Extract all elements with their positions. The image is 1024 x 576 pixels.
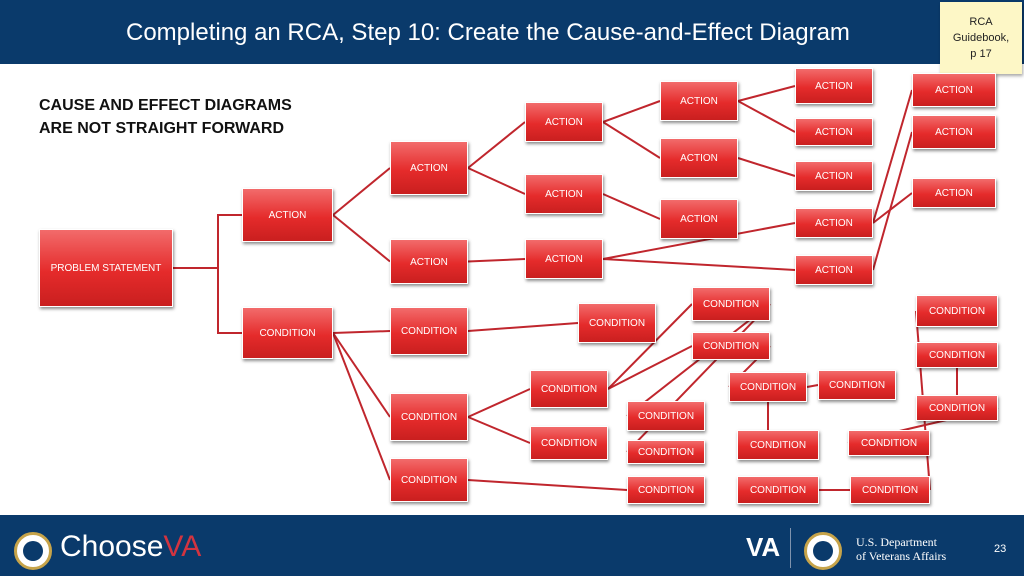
sticky-note-line1: RCA [969,16,993,28]
diagram-node-a19: ACTION [912,178,996,208]
brand-right: VA [163,530,202,563]
connector-a12-a17 [872,89,913,224]
connector-a1-a3 [332,214,391,263]
diagram-node-a1: ACTION [242,188,333,242]
diagram-node-c20: CONDITION [916,395,998,421]
diagram-node-a3: ACTION [390,239,468,284]
subtitle-line2: ARE NOT STRAIGHT FORWARD [39,120,285,137]
connector-a4-a9 [602,100,661,123]
footer-divider [790,528,791,568]
diagram-node-a13: ACTION [795,255,873,285]
connector-a3-a6 [467,258,526,263]
diagram-node-c21: CONDITION [848,430,930,456]
sticky-note-line3: p 17 [970,48,992,60]
connector-c1-c4 [332,332,391,481]
diagram-node-c14: CONDITION [737,430,819,460]
department-name: U.S. Department of Veterans Affairs [856,535,946,563]
dept-line1: U.S. Department [856,535,937,549]
sticky-note-line2: Guidebook, [952,32,1010,44]
diagram-node-a15: ACTION [795,118,873,146]
diagram-node-a5: ACTION [525,174,603,214]
diagram-node-c13: CONDITION [818,370,896,400]
diagram-node-c8: CONDITION [692,287,770,321]
diagram-node-a9: ACTION [660,81,738,121]
diagram-node-c10: CONDITION [627,401,705,431]
diagram-node-c12: CONDITION [729,372,807,402]
diagram-node-a14: ACTION [795,68,873,104]
diagram-node-c3: CONDITION [390,393,468,441]
diagram-node-c1: CONDITION [242,307,333,359]
dept-line2: of Veterans Affairs [856,549,947,563]
connector-c2-c5 [467,322,579,332]
diagram-node-a17: ACTION [912,73,996,107]
connector-a4-a10 [602,121,661,159]
diagram-node-c15: CONDITION [627,476,705,504]
diagram-node-c19: CONDITION [916,342,998,368]
page-number: 23 [994,543,1007,555]
diagram-node-a11: ACTION [660,199,738,239]
diagram-node-c5: CONDITION [578,303,656,343]
connector-a6-a13 [602,258,796,271]
connector-a9-a14 [737,85,796,102]
choose-va-logo: ChooseVA [60,530,201,564]
connector-c8-c10 [626,303,771,417]
diagram-node-c11: CONDITION [627,440,705,464]
connector-c12-c13 [806,384,819,388]
sticky-note: RCA Guidebook, p 17 [940,2,1022,74]
connector-a5-a11 [602,193,661,220]
connector-a12-a19 [872,192,913,224]
diagram-node-c16: CONDITION [737,476,819,504]
diagram-node-a6: ACTION [525,239,603,279]
department-seal-icon [804,532,842,570]
connector-a10-a16 [737,157,796,177]
footer-bar [0,515,1024,576]
title-bar: Completing an RCA, Step 10: Create the C… [0,0,1024,64]
connector-a9-a15 [737,100,796,133]
va-logo: VA [746,532,781,562]
connector-c3-c6 [467,388,531,418]
va-seal-icon [14,532,52,570]
diagram-node-a2: ACTION [390,141,468,195]
connector-a1-a2 [332,167,391,216]
diagram-node-c2: CONDITION [390,307,468,355]
diagram-node-a4: ACTION [525,102,603,142]
connector-c4-c15 [467,479,628,491]
slide-title: Completing an RCA, Step 10: Create the C… [126,19,850,46]
connector-a2-a5 [467,167,526,195]
connector-c6-c9 [607,345,693,390]
connector-problem-a1 [173,214,242,269]
connector-a2-a4 [467,121,526,169]
diagram-node-a18: ACTION [912,115,996,149]
diagram-subtitle: CAUSE AND EFFECT DIAGRAMS ARE NOT STRAIG… [39,94,292,140]
diagram-node-c18: CONDITION [916,295,998,327]
diagram-node-c4: CONDITION [390,458,468,502]
diagram-node-c7: CONDITION [530,426,608,460]
diagram-node-problem: PROBLEM STATEMENT [39,229,173,307]
connector-c1-c3 [332,332,391,418]
diagram-node-a12: ACTION [795,208,873,238]
diagram-node-c17: CONDITION [850,476,930,504]
connector-a13-a18 [872,131,913,271]
connector-c3-c7 [467,416,531,444]
connector-a6-a12 [602,222,796,260]
brand-left: Choose [60,530,164,563]
diagram-node-a10: ACTION [660,138,738,178]
connector-c6-c8 [607,303,693,390]
diagram-node-c9: CONDITION [692,332,770,360]
diagram-node-a16: ACTION [795,161,873,191]
connector-c1-c2 [332,330,391,334]
diagram-node-c6: CONDITION [530,370,608,408]
connector-problem-c1 [173,267,242,334]
subtitle-line1: CAUSE AND EFFECT DIAGRAMS [39,97,292,114]
